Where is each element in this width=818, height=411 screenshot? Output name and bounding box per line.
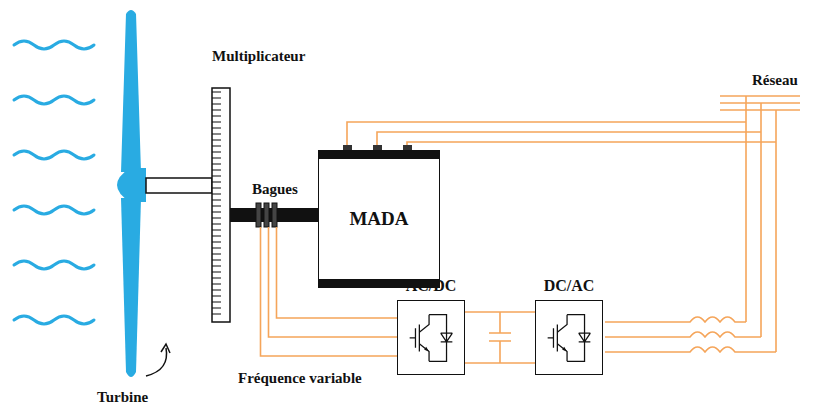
part-name: Réseau [752, 72, 798, 89]
converter-box: AC/DC [397, 300, 465, 375]
wind-waves [14, 41, 94, 324]
turbine-rotor [117, 10, 146, 377]
low-speed-shaft [146, 178, 212, 193]
power-wire [465, 312, 535, 363]
igbt-symbol [536, 301, 602, 374]
slip-rings [256, 203, 277, 227]
converter-label: DC/AC [544, 277, 595, 295]
signal-name: Fréquence variable [238, 370, 362, 387]
part-name: Bagues [252, 181, 298, 198]
converter-box: DC/AC [535, 300, 603, 375]
igbt-symbol [398, 301, 464, 374]
part-name: Multiplicateur [212, 48, 305, 65]
rotation-arrow [146, 348, 167, 376]
dc-capacitor [489, 312, 511, 363]
gearbox [212, 88, 230, 322]
machine-label: MADA [349, 208, 408, 230]
part-name: Turbine [97, 389, 148, 406]
converter-label: AC/DC [406, 277, 457, 295]
rotation-arrowhead [161, 344, 170, 353]
machine-box: MADA [318, 150, 440, 288]
